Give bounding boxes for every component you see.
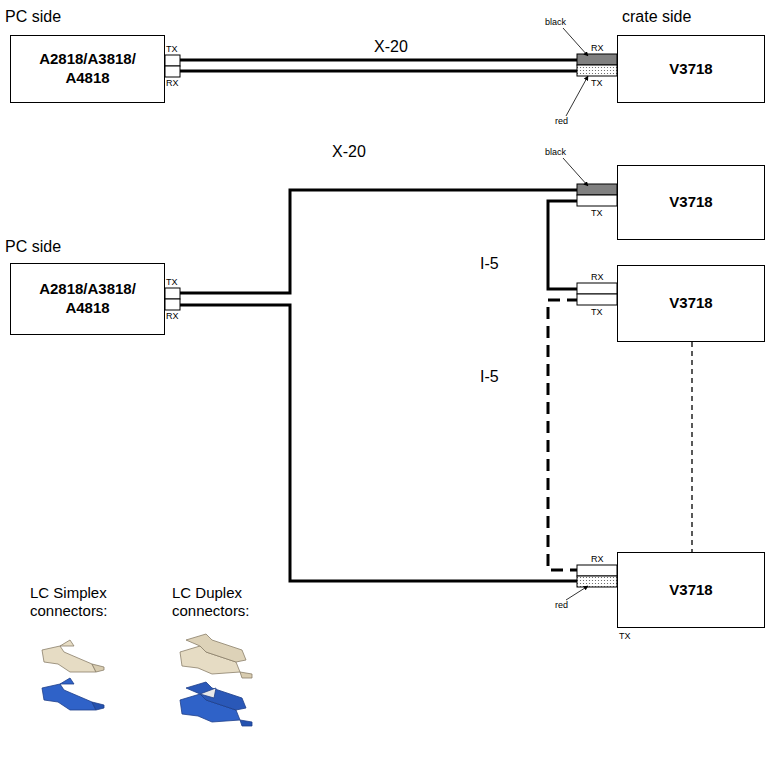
caption-label: LC Simplex connectors:: [30, 584, 130, 620]
caption-label: LC Duplex connectors:: [172, 584, 272, 620]
cable-label: X-20: [372, 38, 410, 56]
module-box: A2818/A3818/ A4818: [10, 263, 165, 335]
module-name: A2818/A3818/ A4818: [18, 50, 157, 88]
fiber-cable: [548, 201, 617, 289]
module-name: V3718: [669, 193, 712, 212]
lc-simplex-connector: [42, 640, 104, 672]
port-label: TX: [619, 632, 631, 642]
port-label: black: [545, 18, 566, 28]
port-label: RX: [591, 273, 604, 283]
cable-label: I-5: [478, 368, 501, 386]
pc-port: [165, 55, 180, 310]
caption-label: crate side: [622, 8, 691, 26]
port-label: TX: [166, 278, 178, 288]
cable-label: I-5: [478, 255, 501, 273]
module-box: A2818/A3818/ A4818: [10, 35, 165, 103]
port-label: RX: [166, 312, 179, 322]
port-label: RX: [591, 44, 604, 54]
lc-simplex-connector: [42, 678, 104, 710]
cable-label: X-20: [330, 143, 368, 161]
module-box: V3718: [617, 552, 765, 628]
port-label: TX: [591, 308, 603, 318]
port-label: RX: [591, 555, 604, 565]
module-box: V3718: [617, 265, 765, 342]
port-label: red: [555, 117, 568, 127]
caption-label: PC side: [5, 8, 61, 26]
module-box: V3718: [617, 35, 765, 103]
port-label: red: [555, 601, 568, 611]
leader-line: [563, 28, 588, 600]
fiber-cable: [548, 300, 617, 570]
module-name: V3718: [669, 60, 712, 79]
port-label: TX: [166, 45, 178, 55]
fiber-cable: [165, 60, 617, 71]
module-name: A2818/A3818/ A4818: [18, 280, 157, 318]
crate-port: [577, 54, 617, 587]
module-name: V3718: [669, 294, 712, 313]
module-box: V3718: [617, 165, 765, 240]
port-label: TX: [591, 79, 603, 89]
port-label: black: [545, 148, 566, 158]
fiber-cable: [165, 190, 617, 293]
continuation-line: [691, 342, 692, 552]
lc-duplex-connector: [180, 682, 252, 726]
port-label: RX: [166, 79, 179, 89]
caption-label: PC side: [5, 238, 61, 256]
lc-duplex-connector: [180, 634, 252, 678]
module-name: V3718: [669, 581, 712, 600]
port-label: TX: [591, 209, 603, 219]
